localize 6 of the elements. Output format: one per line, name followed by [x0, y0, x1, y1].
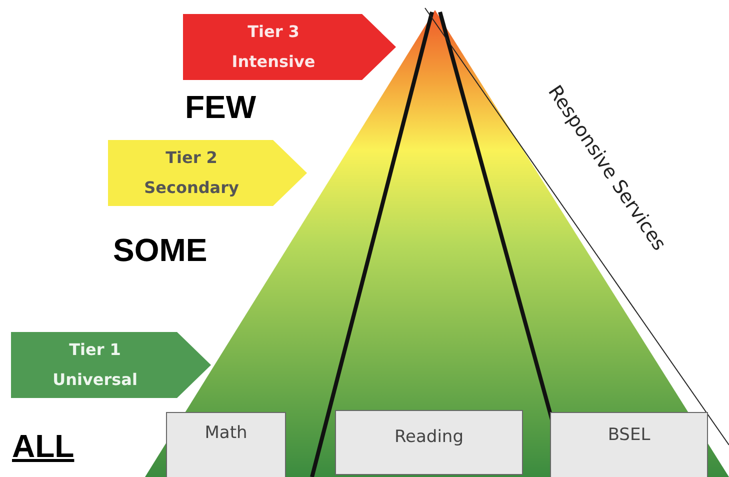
group-size-label: ALL: [12, 428, 74, 465]
subject-box: BSEL: [550, 412, 708, 477]
group-size-label: FEW: [185, 89, 256, 126]
subject-box: Reading: [335, 410, 523, 475]
group-size-label: SOME: [113, 232, 208, 269]
subject-box: Math: [166, 412, 286, 477]
